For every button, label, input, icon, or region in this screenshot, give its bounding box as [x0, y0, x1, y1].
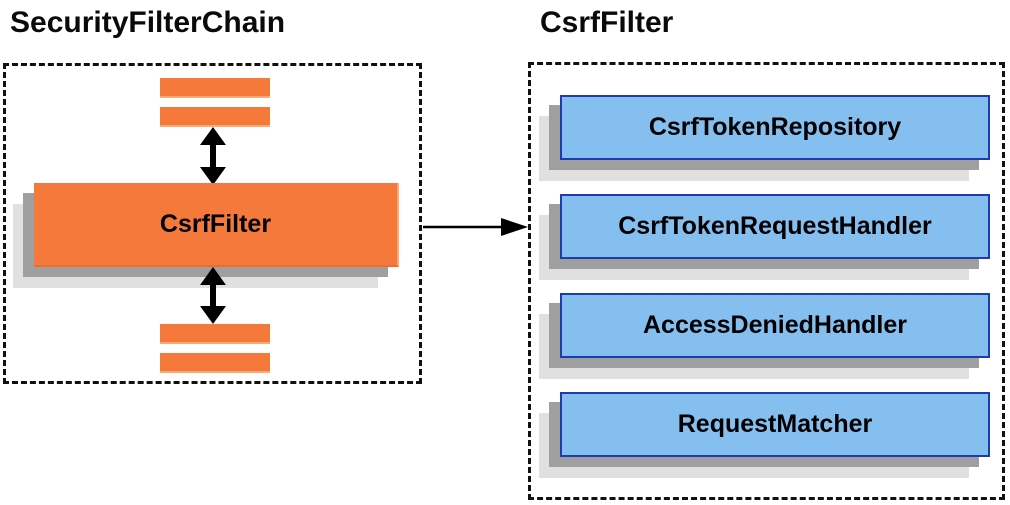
component-box-csrf-token-repository: CsrfTokenRepository [560, 95, 990, 160]
filter-placeholder-bar [160, 107, 270, 127]
left-panel-title: SecurityFilterChain [10, 6, 286, 39]
component-label: CsrfTokenRequestHandler [618, 212, 932, 240]
component-box-csrf-token-request-handler: CsrfTokenRequestHandler [560, 194, 990, 259]
csrf-filter-box-label: CsrfFilter [159, 209, 272, 238]
double-arrow-icon [200, 267, 226, 324]
component-box-access-denied-handler: AccessDeniedHandler [560, 293, 990, 358]
security-filter-chain-container [3, 63, 422, 384]
csrf-filter-box: CsrfFilter [34, 183, 399, 267]
double-arrow-icon [200, 127, 226, 185]
component-label: AccessDeniedHandler [642, 311, 907, 339]
right-panel-title: CsrfFilter [540, 6, 674, 39]
component-label: CsrfTokenRepository [648, 113, 902, 141]
component-box-request-matcher: RequestMatcher [560, 392, 990, 457]
component-label: RequestMatcher [677, 410, 873, 438]
filter-placeholder-bar [160, 324, 270, 344]
csrf-filter-container [528, 62, 1005, 500]
filter-placeholder-bar [160, 353, 270, 373]
filter-placeholder-bar [160, 78, 270, 98]
connector-arrow-icon [423, 218, 528, 236]
